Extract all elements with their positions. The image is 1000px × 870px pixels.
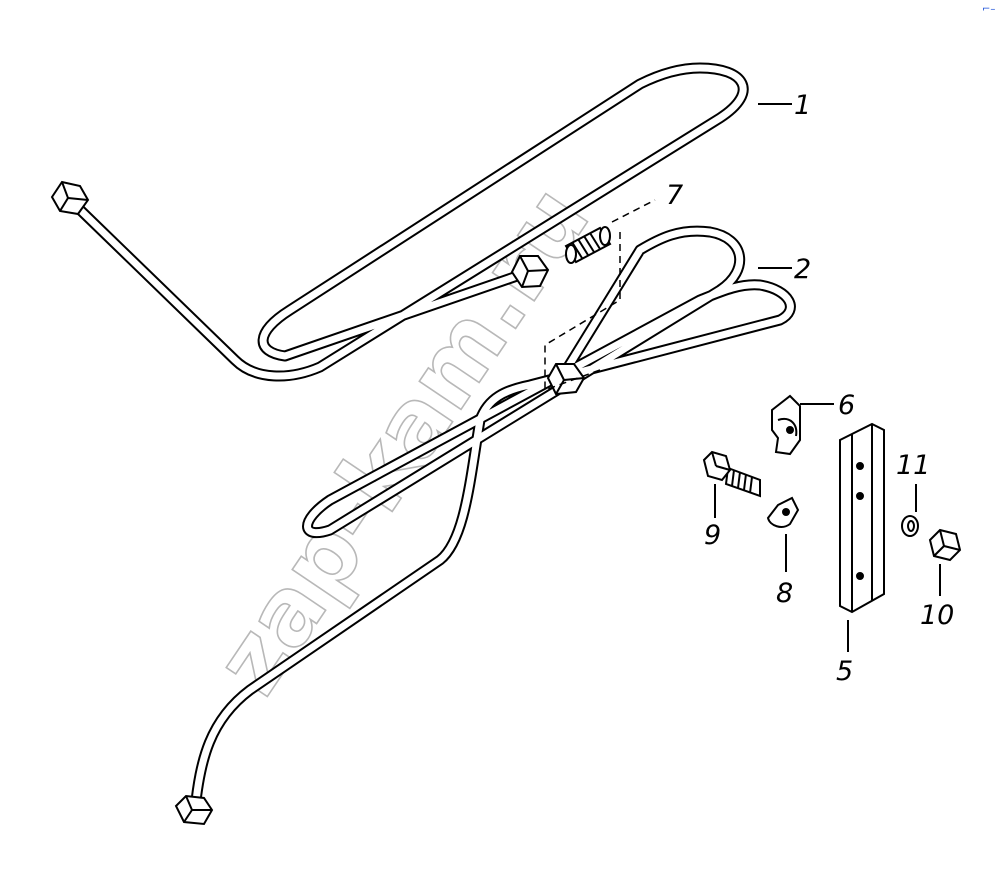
- pipe-2: [189, 225, 796, 816]
- washer-11: [901, 515, 919, 537]
- bracket-5: [839, 422, 885, 614]
- bolt-9: [702, 450, 761, 498]
- callout-8: 8: [776, 578, 793, 609]
- callout-6: 6: [838, 390, 855, 421]
- callout-10: 10: [920, 600, 954, 631]
- leader-lines: [714, 103, 941, 652]
- pipe-1: [64, 62, 749, 382]
- callout-1: 1: [794, 90, 811, 121]
- clamp-6: [771, 394, 801, 456]
- pipe-1-union-nut: [510, 255, 550, 289]
- clip-8: [766, 496, 800, 528]
- callout-9: 9: [704, 520, 721, 551]
- pipe-1-end-nut: [50, 180, 90, 216]
- watermark-text: zap-kam.ru: [195, 168, 611, 713]
- corner-mark: ⌐–: [982, 4, 995, 15]
- pipe-2-end-nut: [174, 794, 214, 826]
- pipe-2-union-nut: [546, 363, 586, 396]
- assembly-dashed-lines: [544, 199, 656, 392]
- callout-5: 5: [836, 656, 853, 687]
- callout-11: 11: [896, 450, 930, 481]
- callout-2: 2: [794, 254, 811, 285]
- callout-7: 7: [666, 180, 683, 211]
- nut-10: [928, 528, 962, 562]
- connector-fitting-7: [564, 226, 612, 264]
